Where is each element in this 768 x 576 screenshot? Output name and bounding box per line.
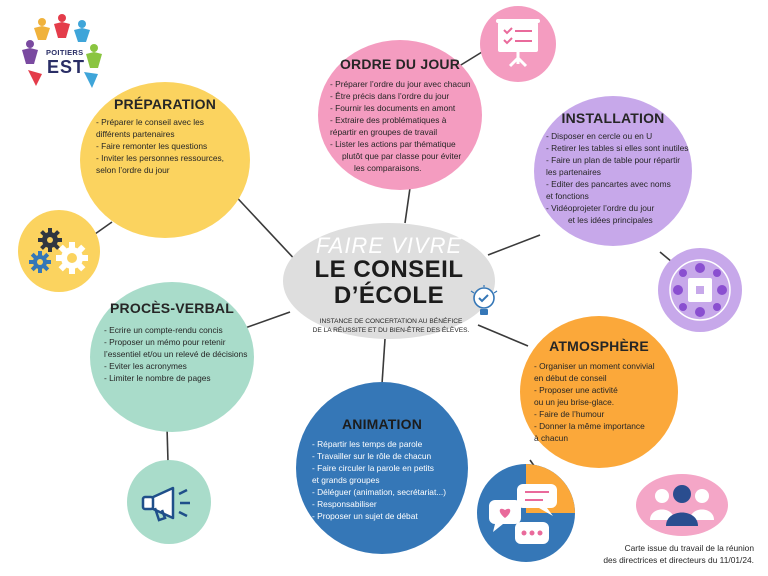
central-title-main-1: LE CONSEIL — [314, 256, 464, 283]
installation-item: - Faire un plan de table pour répartir — [546, 155, 681, 165]
ordre-title: ORDRE DU JOUR — [339, 56, 461, 72]
poitiers-est-logo: POITIERS EST — [20, 14, 104, 96]
table-icon — [658, 248, 742, 332]
proces-item: - Limiter le nombre de pages — [104, 373, 211, 383]
bubble-animation: ANIMATION - Répartir les temps de parole… — [296, 382, 468, 554]
bubble-proces-verbal: PROCÈS-VERBAL - Ecrire un compte-rendu c… — [90, 282, 254, 432]
link-ordre — [404, 187, 411, 224]
gears-icon — [18, 210, 100, 292]
ordre-item: - Fournir les documents en amont — [330, 103, 456, 113]
animation-item: - Déléguer (animation, secrétariat...) — [312, 487, 447, 497]
link-animation — [381, 338, 386, 385]
atmosphere-item: - Proposer une activité — [534, 385, 618, 395]
central-title-line2: LE CONSEIL D’ÉCOLE — [283, 257, 495, 309]
proces-item: - Ecrire un compte-rendu concis — [104, 325, 223, 335]
bubble-atmosphere: ATMOSPHÈRE - Organiser un moment convivi… — [520, 316, 678, 468]
logo-text-line2: EST — [47, 57, 86, 77]
proces-title: PROCÈS-VERBAL — [110, 300, 234, 316]
ordre-item: répartir en groupes de travail — [330, 127, 438, 137]
link-atmosphere — [477, 324, 529, 347]
proces-item: - Proposer un mémo pour retenir — [104, 337, 226, 347]
central-topic: FAIRE VIVRE LE CONSEIL D’ÉCOLE INSTANCE … — [283, 223, 498, 339]
footer-note: Carte issue du travail de la réunion des… — [603, 542, 754, 566]
footer-line1: Carte issue du travail de la réunion — [624, 543, 754, 553]
atmosphere-item: - Donner la même importance — [534, 421, 645, 431]
installation-item: et fonctions — [546, 191, 589, 201]
lightbulb-check-icon — [470, 285, 498, 315]
animation-item: et grands groupes — [312, 475, 380, 485]
ordre-item: plutôt que par classe pour éviter — [342, 151, 462, 161]
preparation-title: PRÉPARATION — [113, 96, 217, 112]
installation-item: - Vidéoprojeter l’ordre du jour — [546, 203, 655, 213]
preparation-item: - Préparer le conseil avec les — [96, 117, 204, 127]
chat-bubbles-icon — [477, 464, 575, 562]
ordre-item: - Extraire des problématiques à — [330, 115, 447, 125]
footer-line2: des directrices et directeurs du 11/01/2… — [603, 555, 754, 565]
bubble-preparation: PRÉPARATION - Préparer le conseil avec l… — [80, 82, 250, 238]
animation-item: - Travailler sur le rôle de chacun — [312, 451, 432, 461]
bubble-installation: INSTALLATION - Disposer en cercle ou en … — [534, 96, 692, 246]
central-title-line1: FAIRE VIVRE — [315, 233, 463, 258]
megaphone-icon — [127, 460, 211, 544]
proces-item: l’essentiel et/ou un relevé de décisions — [104, 349, 248, 359]
logo-figures-icon — [22, 14, 102, 88]
group-people-icon — [636, 474, 728, 536]
installation-item: les partenaires — [546, 167, 601, 177]
logo-text-line1: POITIERS — [46, 48, 84, 57]
central-subtitle-line2: DE LA RÉUSSITE ET DU BIEN-ÊTRE DES ÉLÈVE… — [312, 327, 470, 334]
link-preparation — [227, 187, 301, 266]
bubble-ordre-du-jour: ORDRE DU JOUR - Préparer l’ordre du jour… — [318, 40, 482, 190]
preparation-item: - Inviter les personnes ressources, — [96, 153, 225, 163]
atmosphere-item: ou un jeu brise-glace. — [534, 397, 615, 407]
link-megaphone — [166, 426, 169, 463]
animation-item: - Faire circuler la parole en petits — [312, 463, 434, 473]
ordre-item: - Lister les actions par thématique — [330, 139, 456, 149]
preparation-item: différents partenaires — [96, 129, 175, 139]
central-title-main-2: D’ÉCOLE — [333, 282, 445, 309]
link-installation — [487, 234, 541, 256]
installation-item: - Disposer en cercle ou en U — [546, 131, 653, 141]
preparation-item: selon l’ordre du jour — [96, 165, 170, 175]
central-subtitle: INSTANCE DE CONCERTATION AU BÉNÉFICE DE … — [299, 317, 483, 335]
atmosphere-item: en début de conseil — [534, 373, 607, 383]
link-proces — [244, 311, 291, 329]
ordre-item: - Préparer l’ordre du jour avec chacun — [330, 79, 471, 89]
animation-item: - Proposer un sujet de débat — [312, 511, 418, 521]
installation-item: et les idées principales — [568, 215, 653, 225]
central-subtitle-line1: INSTANCE DE CONCERTATION AU BÉNÉFICE — [319, 318, 463, 325]
ordre-item: - Être précis dans l’ordre du jour — [330, 91, 450, 101]
link-gears — [94, 221, 113, 235]
whiteboard-icon — [480, 6, 556, 82]
installation-item: - Retirer les tables si elles sont inuti… — [546, 143, 689, 153]
atmosphere-item: - Organiser un moment convivial — [534, 361, 655, 371]
animation-item: - Responsabiliser — [312, 499, 377, 509]
ordre-item: les comparaisons. — [354, 163, 422, 173]
atmosphere-title: ATMOSPHÈRE — [549, 338, 649, 354]
proces-item: - Eviter les acronymes — [104, 361, 187, 371]
animation-title: ANIMATION — [341, 416, 423, 432]
animation-item: - Répartir les temps de parole — [312, 439, 423, 449]
installation-item: - Editer des pancartes avec noms — [546, 179, 671, 189]
preparation-item: - Faire remonter les questions — [96, 141, 208, 151]
atmosphere-item: à chacun — [534, 433, 568, 443]
atmosphere-item: - Faire de l’humour — [534, 409, 605, 419]
installation-title: INSTALLATION — [561, 110, 665, 126]
